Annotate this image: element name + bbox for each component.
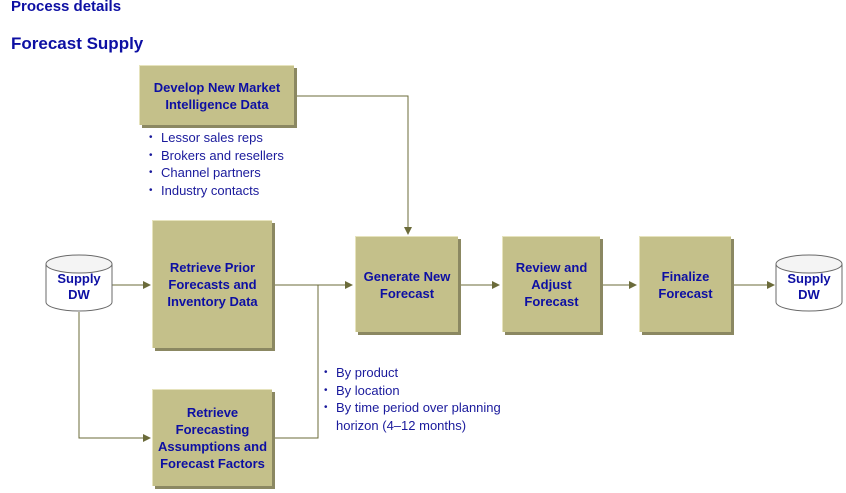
generate-label: Generate New Forecast: [363, 268, 451, 301]
forecast-dimensions-list: By product By location By time period ov…: [322, 364, 526, 434]
page-title: Forecast Supply: [11, 34, 144, 53]
develop-label: Develop New Market Intelligence Data: [153, 79, 281, 112]
retrieve-prior-forecasts-box[interactable]: Retrieve Prior Forecasts and Inventory D…: [152, 220, 272, 348]
sources-list: Lessor sales reps Brokers and resellers …: [147, 129, 284, 199]
list-item: Brokers and resellers: [147, 147, 284, 165]
list-item: By location: [322, 382, 526, 400]
list-item: Channel partners: [147, 164, 284, 182]
retrieve-assumptions-box[interactable]: Retrieve Forecasting Assumptions and For…: [152, 389, 272, 486]
database-icon: [45, 254, 113, 312]
database-icon: [775, 254, 843, 312]
line-assumptions-to-junction: [272, 285, 319, 439]
list-item: Industry contacts: [147, 182, 284, 200]
list-item: By product: [322, 364, 526, 382]
section-heading: Process details: [11, 0, 122, 15]
review-label: Review and Adjust Forecast: [515, 260, 588, 309]
review-adjust-forecast-box[interactable]: Review and Adjust Forecast: [502, 236, 600, 332]
retrieve-assumptions-label: Retrieve Forecasting Assumptions and For…: [157, 405, 268, 471]
retrieve-prior-label: Retrieve Prior Forecasts and Inventory D…: [167, 260, 258, 309]
finalize-label: Finalize Forecast: [658, 268, 713, 301]
source-datastore-label[interactable]: Supply DW: [57, 271, 101, 302]
finalize-forecast-box[interactable]: Finalize Forecast: [639, 236, 731, 332]
target-datastore-label[interactable]: Supply DW: [787, 271, 831, 302]
arrow-develop-to-generate: [294, 95, 412, 235]
list-item: By time period over planning horizon (4–…: [322, 399, 526, 434]
develop-market-intelligence-box[interactable]: Develop New Market Intelligence Data: [139, 65, 294, 125]
generate-forecast-box[interactable]: Generate New Forecast: [355, 236, 458, 332]
arrow-dw-to-assumptions: [78, 312, 151, 442]
list-item: Lessor sales reps: [147, 129, 284, 147]
